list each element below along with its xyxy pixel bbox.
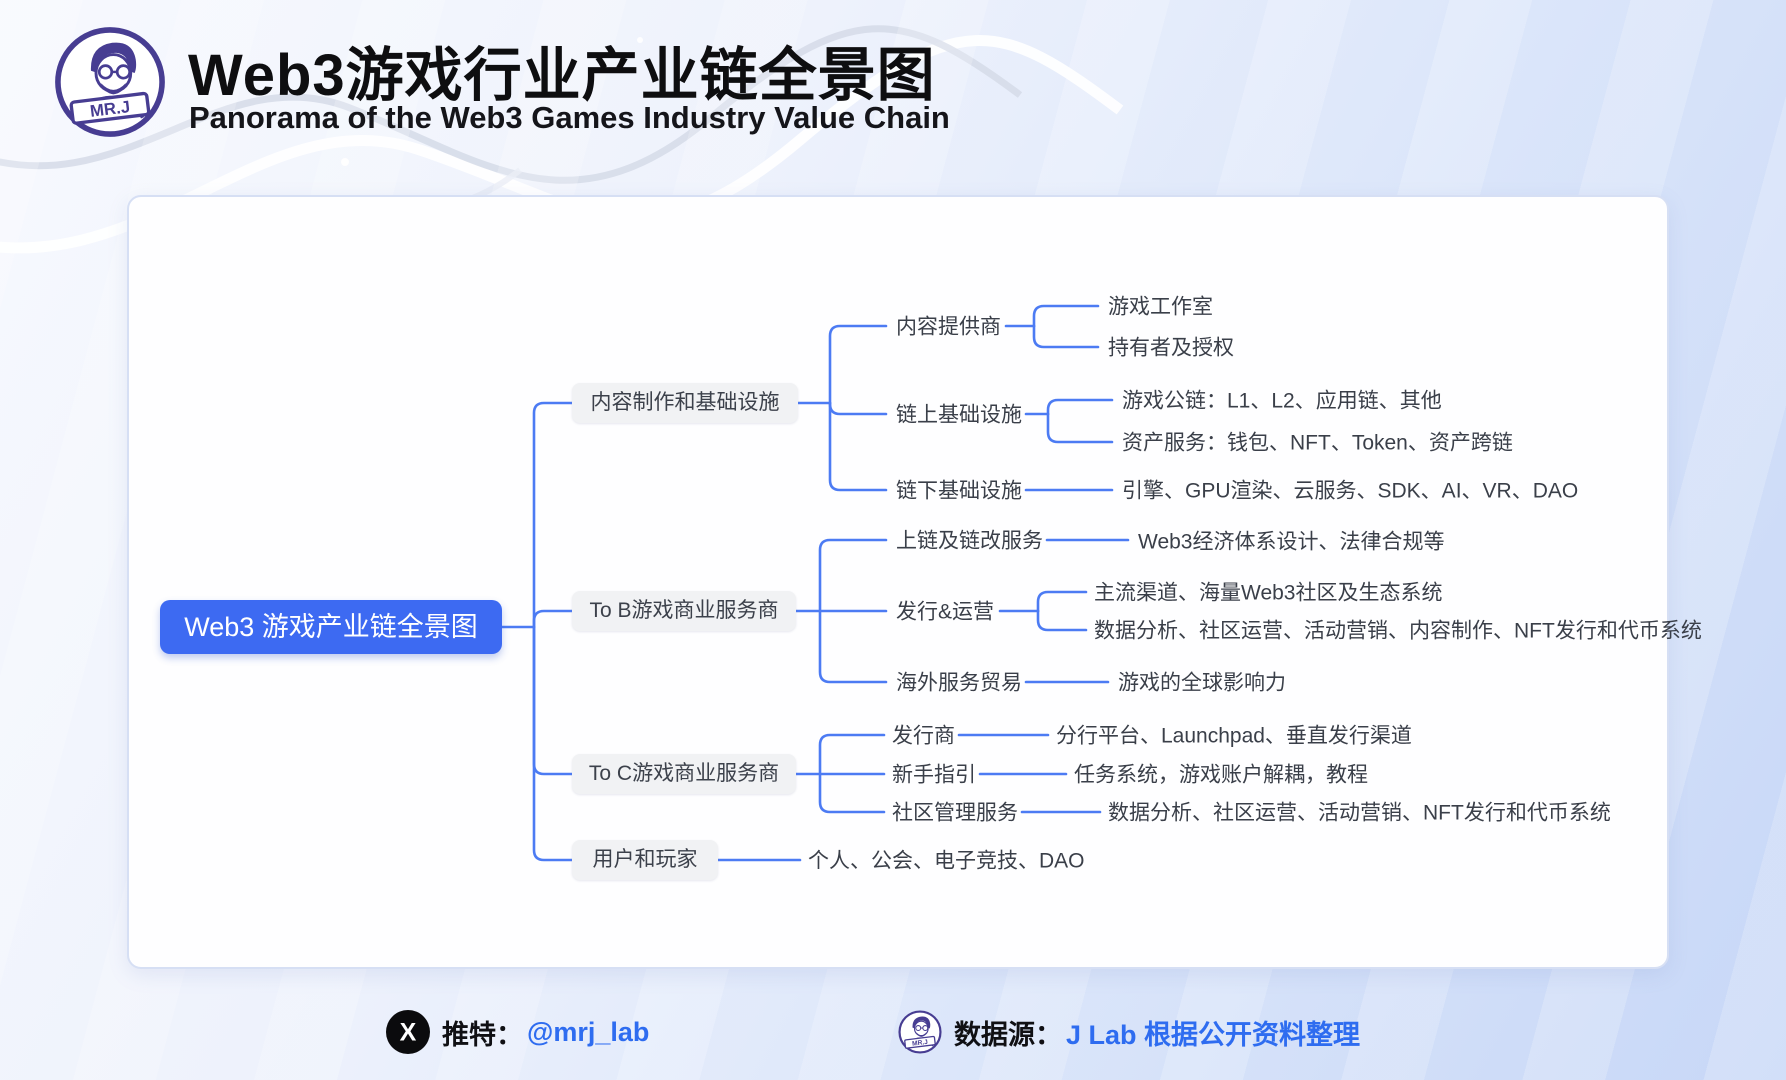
branch-to-c-services: To C游戏商业服务商 — [572, 754, 796, 794]
mindmap-root-node: Web3 游戏产业链全景图 — [160, 600, 502, 654]
leaf-holders-licensing: 持有者及授权 — [1108, 336, 1234, 360]
svg-text:X: X — [400, 1019, 417, 1047]
diagram-card — [127, 195, 1669, 969]
x-twitter-icon: X — [386, 1010, 430, 1054]
node-content-provider: 内容提供商 — [896, 315, 1001, 339]
leaf-quest-systems: 任务系统，游戏账户解耦，教程 — [1074, 763, 1368, 787]
source-label: 数据源： — [954, 1019, 1062, 1050]
leaf-distribution-platforms: 分行平台、Launchpad、垂直发行渠道 — [1056, 724, 1412, 748]
leaf-global-influence: 游戏的全球影响力 — [1118, 671, 1286, 695]
node-onboarding-guide: 新手指引 — [892, 763, 976, 787]
source-value: J Lab 根据公开资料整理 — [1066, 1019, 1361, 1050]
node-publisher: 发行商 — [892, 724, 955, 748]
page-title: Web3游戏行业产业链全景图 — [188, 43, 936, 108]
node-onchain-infrastructure: 链上基础设施 — [896, 403, 1022, 427]
footer-twitter: X 推特： @mrj_lab — [386, 1009, 649, 1055]
node-offchain-infrastructure: 链下基础设施 — [896, 479, 1022, 503]
branch-to-b-services: To B游戏商业服务商 — [572, 591, 796, 631]
branch-users-players: 用户和玩家 — [572, 840, 718, 880]
node-overseas-service-trade: 海外服务贸易 — [896, 671, 1022, 695]
mrj-avatar-icon — [898, 1010, 942, 1054]
branch-content-and-infrastructure: 内容制作和基础设施 — [572, 383, 798, 423]
page-subtitle: Panorama of the Web3 Games Industry Valu… — [189, 100, 950, 135]
leaf-web3-economy-design: Web3经济体系设计、法律合规等 — [1138, 530, 1445, 554]
node-publishing-operations: 发行&运营 — [896, 600, 995, 624]
leaf-mainstream-channels: 主流渠道、海量Web3社区及生态系统 — [1094, 581, 1443, 605]
leaf-game-studio: 游戏工作室 — [1108, 295, 1213, 319]
node-community-management: 社区管理服务 — [892, 801, 1018, 825]
leaf-data-analysis-tob: 数据分析、社区运营、活动营销、内容制作、NFT发行和代币系统 — [1094, 619, 1702, 643]
leaf-asset-services: 资产服务：钱包、NFT、Token、资产跨链 — [1122, 431, 1513, 455]
footer-source: 数据源： J Lab 根据公开资料整理 — [898, 1009, 1360, 1055]
leaf-game-public-chains: 游戏公链：L1、L2、应用链、其他 — [1122, 389, 1442, 413]
twitter-handle-link[interactable]: @mrj_lab — [527, 1016, 650, 1047]
leaf-data-analysis-toc: 数据分析、社区运营、活动营销、NFT发行和代币系统 — [1108, 801, 1611, 825]
leaf-individuals-guilds: 个人、公会、电子竞技、DAO — [808, 849, 1085, 873]
leaf-engine-gpu-cloud: 引擎、GPU渲染、云服务、SDK、AI、VR、DAO — [1122, 479, 1579, 503]
node-chain-migration-services: 上链及链改服务 — [896, 529, 1043, 553]
twitter-label: 推特： — [442, 1019, 523, 1050]
